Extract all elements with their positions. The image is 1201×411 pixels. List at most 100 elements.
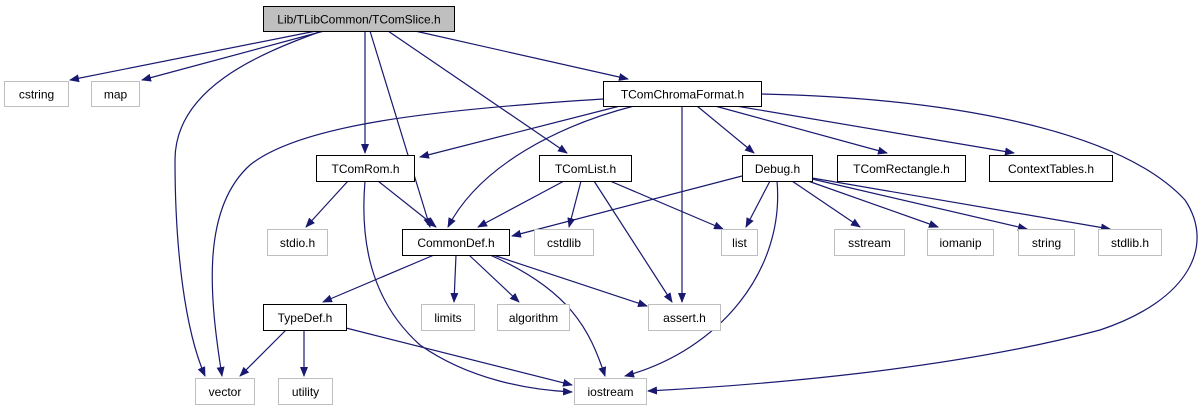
edge-debug-to-sstream	[791, 180, 861, 228]
node-box	[603, 81, 762, 107]
node-label: cstring	[19, 88, 54, 102]
node-label: ContextTables.h	[1008, 162, 1094, 176]
node-label: sstream	[848, 236, 891, 250]
node-algorithm: algorithm	[497, 304, 570, 331]
node-cstring: cstring	[4, 81, 69, 107]
edge-tcomchromaformat-to-commondef	[447, 105, 635, 228]
node-label: assert.h	[663, 311, 706, 325]
node-box	[402, 229, 510, 256]
node-box	[1098, 229, 1162, 256]
edge-debug-to-string	[811, 178, 1028, 231]
node-label: vector	[209, 385, 242, 399]
node-utility: utility	[278, 378, 333, 405]
node-label: CommonDef.h	[417, 236, 494, 250]
edge-tcomchromaformat-to-tcomrectangle	[714, 105, 888, 155]
node-tcomslice[interactable]: Lib/TLibCommon/TComSlice.h	[263, 6, 455, 32]
node-label: TypeDef.h	[278, 311, 333, 325]
edge-debug-to-stdlib	[811, 177, 1111, 232]
node-label: limits	[434, 311, 461, 325]
edge-tcomchromaformat-to-vector	[211, 98, 604, 377]
node-iomanip: iomanip	[927, 229, 994, 256]
node-string: string	[1018, 229, 1075, 256]
node-box	[497, 304, 570, 331]
edge-tcomslice-to-vector	[174, 30, 323, 377]
edge-tcomchromaformat-to-debug	[696, 105, 755, 154]
edge-tcomslice-to-tcomlist	[387, 30, 568, 154]
node-box	[263, 6, 455, 32]
node-label: Lib/TLibCommon/TComSlice.h	[277, 13, 440, 27]
node-commondef[interactable]: CommonDef.h	[402, 229, 510, 256]
node-box	[742, 155, 813, 182]
edge-debug-to-iostream	[624, 180, 779, 378]
node-iostream: iostream	[574, 378, 647, 405]
node-cstdlib: cstdlib	[534, 229, 594, 256]
node-box	[195, 378, 255, 405]
edge-tcomslice-to-map	[141, 30, 325, 82]
node-vector: vector	[195, 378, 255, 405]
node-label: TComChromaFormat.h	[621, 88, 744, 102]
node-tcomrom[interactable]: TComRom.h	[316, 155, 415, 182]
node-label: cstdlib	[547, 236, 581, 250]
node-label: utility	[292, 385, 319, 399]
node-box	[721, 229, 758, 256]
node-box	[91, 81, 140, 107]
node-label: iostream	[587, 385, 633, 399]
edge-debug-to-commondef	[511, 175, 743, 238]
node-box	[648, 304, 721, 331]
node-box	[267, 229, 328, 256]
node-tcomchromaformat[interactable]: TComChromaFormat.h	[603, 81, 762, 107]
node-box	[1018, 229, 1075, 256]
node-label: TComRom.h	[331, 162, 399, 176]
node-box	[421, 304, 475, 331]
node-box	[539, 155, 632, 182]
node-contexttables[interactable]: ContextTables.h	[989, 155, 1113, 182]
node-map: map	[91, 81, 140, 107]
node-box	[534, 229, 594, 256]
edge-tcomrom-to-commondef	[377, 180, 437, 228]
node-stdlib: stdlib.h	[1098, 229, 1162, 256]
node-box	[834, 229, 905, 256]
edge-commondef-to-limits	[450, 254, 459, 303]
edge-tcomchromaformat-to-tcomrom	[419, 105, 621, 159]
node-label: string	[1032, 236, 1061, 250]
node-label: map	[104, 88, 128, 102]
node-box	[4, 81, 69, 107]
edge-tcomrom-to-iostream	[363, 180, 573, 396]
edge-tcomlist-to-commondef	[477, 180, 565, 228]
node-box	[263, 304, 347, 331]
node-label: stdlib.h	[1111, 236, 1149, 250]
node-box	[837, 155, 966, 182]
edge-typedef-to-iostream	[345, 327, 573, 387]
edge-commondef-to-typedef	[322, 254, 435, 303]
node-tcomrectangle[interactable]: TComRectangle.h	[837, 155, 966, 182]
edge-debug-to-iomanip	[807, 180, 939, 228]
node-label: iomanip	[939, 236, 981, 250]
node-debug[interactable]: Debug.h	[742, 155, 813, 182]
node-limits: limits	[421, 304, 475, 331]
node-assert: assert.h	[648, 304, 721, 331]
node-label: list	[732, 236, 747, 250]
edge-tcomslice-to-tcomchromaformat	[414, 30, 629, 81]
node-label: TComList.h	[555, 162, 616, 176]
node-sstream: sstream	[834, 229, 905, 256]
node-label: Debug.h	[755, 162, 800, 176]
edge-tcomlist-to-assert	[593, 180, 673, 303]
edge-tcomrom-to-stdio	[305, 180, 349, 228]
edge-tcomlist-to-cstdlib	[567, 180, 582, 228]
edge-commondef-to-assert	[492, 254, 648, 307]
edge-commondef-to-iostream	[489, 254, 607, 377]
node-box	[278, 378, 333, 405]
node-box	[574, 378, 647, 405]
node-stdio: stdio.h	[267, 229, 328, 256]
node-list: list	[721, 229, 758, 256]
edge-tcomslice-to-cstring	[69, 30, 317, 83]
node-label: algorithm	[509, 311, 558, 325]
edge-typedef-to-vector	[239, 329, 287, 377]
node-tcomlist[interactable]: TComList.h	[539, 155, 632, 182]
node-label: stdio.h	[280, 236, 315, 250]
edge-tcomchromaformat-to-iostream	[647, 93, 1198, 395]
edge-tcomslice-to-commondef	[369, 30, 432, 228]
node-typedef[interactable]: TypeDef.h	[263, 304, 347, 331]
